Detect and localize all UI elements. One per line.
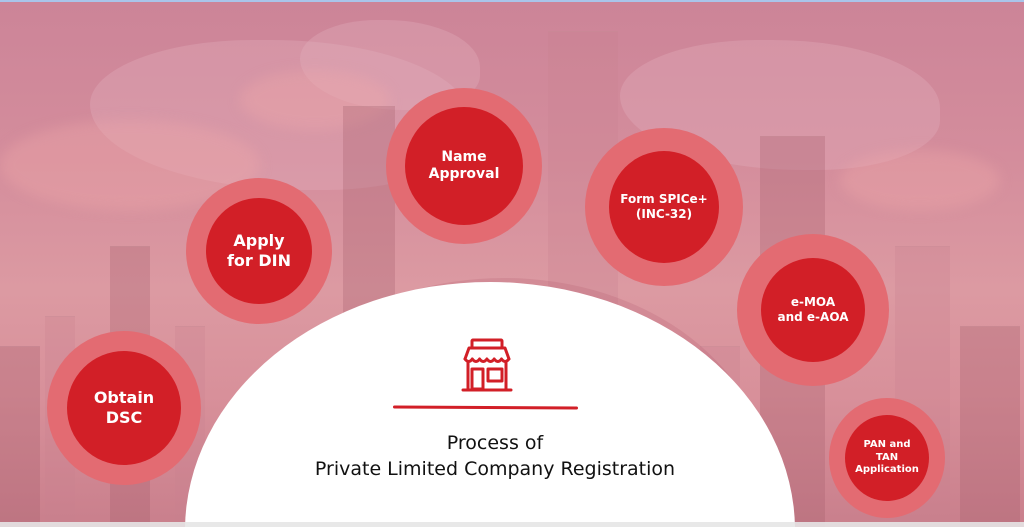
title-line-2: Private Limited Company Registration bbox=[314, 458, 676, 480]
top-border bbox=[0, 0, 1024, 2]
step-name-approval: Name Approval bbox=[386, 88, 542, 244]
step-obtain-dsc: Obtain DSC bbox=[47, 331, 201, 485]
storefront-icon bbox=[461, 338, 513, 392]
step-label: PAN and TAN Application bbox=[845, 415, 929, 501]
cloud-decoration bbox=[840, 150, 1000, 210]
step-label: Apply for DIN bbox=[206, 198, 312, 304]
step-e-moa-e-aoa: e-MOA and e-AOA bbox=[737, 234, 889, 386]
step-label: Obtain DSC bbox=[67, 351, 181, 465]
page-title: Process of Private Limited Company Regis… bbox=[250, 430, 740, 482]
title-line-1: Process of bbox=[446, 432, 544, 454]
step-form-spice: Form SPICe+ (INC-32) bbox=[585, 128, 743, 286]
skyline-building bbox=[960, 326, 1020, 527]
step-label: Name Approval bbox=[405, 107, 523, 225]
bottom-border bbox=[0, 522, 1024, 527]
step-apply-for-din: Apply for DIN bbox=[186, 178, 332, 324]
step-label: e-MOA and e-AOA bbox=[761, 258, 865, 362]
step-pan-tan-application: PAN and TAN Application bbox=[829, 398, 945, 518]
step-label: Form SPICe+ (INC-32) bbox=[609, 151, 719, 263]
skyline-building bbox=[0, 346, 40, 527]
cloud-decoration bbox=[240, 70, 390, 130]
